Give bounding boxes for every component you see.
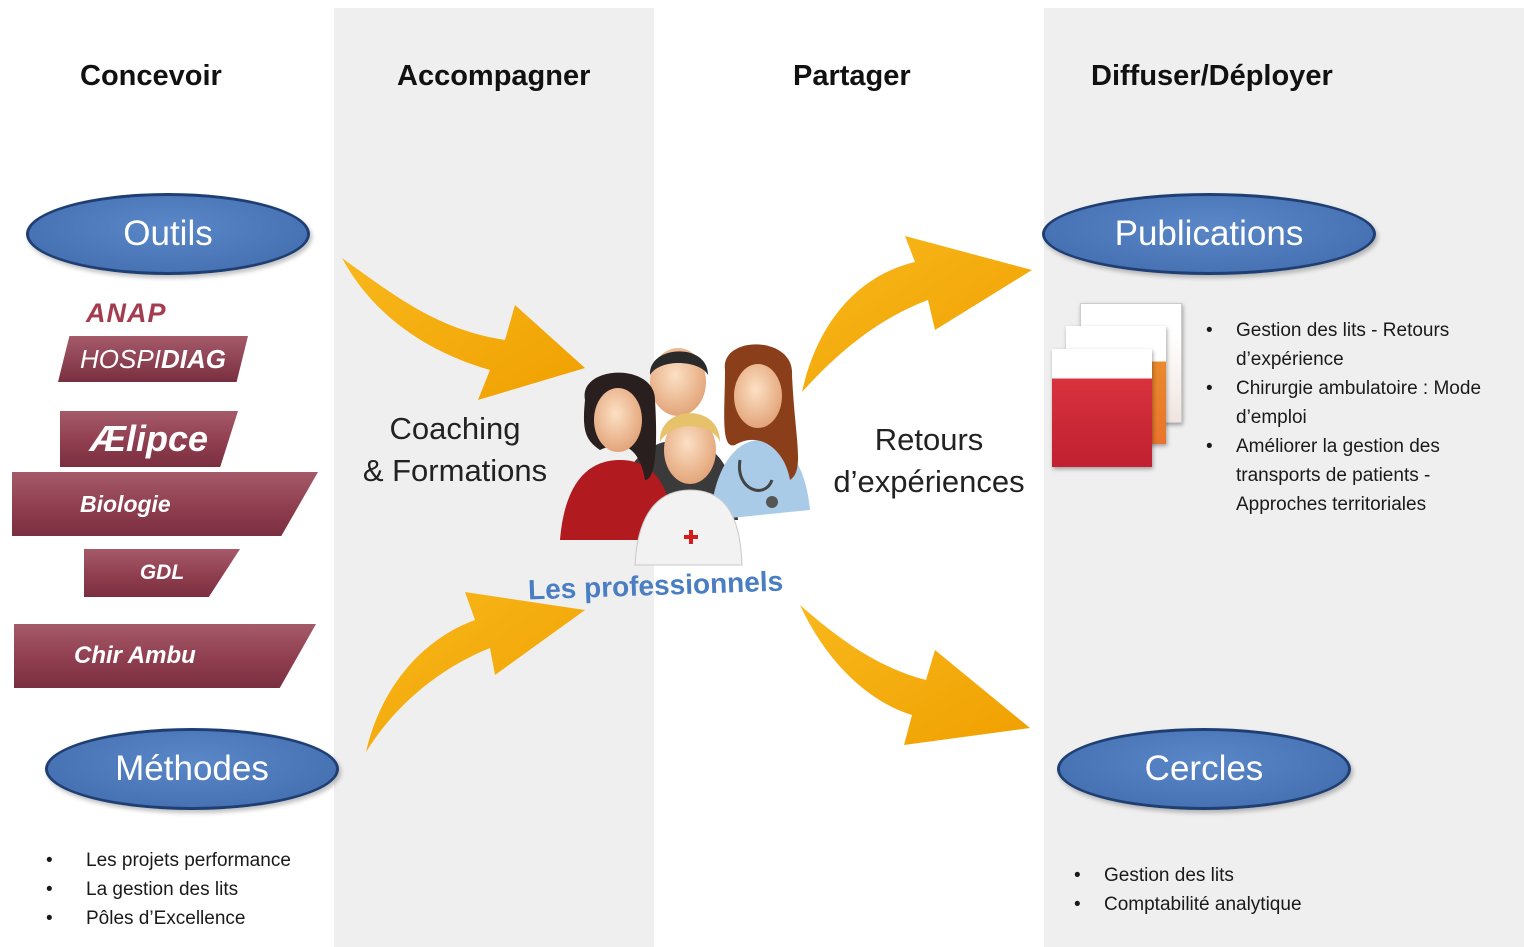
gdl-banner: GDL	[84, 549, 240, 597]
diag-text: DIAG	[160, 343, 226, 374]
outils-oval: Outils	[26, 193, 310, 275]
title-partager: Partager	[793, 60, 911, 92]
anap-logo: ANAP	[86, 298, 167, 328]
methodes-item: Les projets performance	[46, 846, 291, 875]
title-accompagner: Accompagner	[397, 60, 591, 92]
cercles-item: Gestion des lits	[1074, 861, 1302, 890]
coaching-label: Coaching & Formations	[352, 408, 558, 492]
publication-cover	[1052, 349, 1152, 467]
hospi-text: HOSPI	[80, 343, 161, 374]
methodes-oval: Méthodes	[45, 728, 339, 810]
publications-item: Améliorer la gestion des transports de p…	[1206, 432, 1524, 519]
publications-oval: Publications	[1042, 193, 1376, 275]
coaching-line2: & Formations	[362, 453, 548, 488]
professionals-illustration	[560, 344, 810, 566]
arrow-outils-to-pros	[342, 258, 585, 400]
aelipce-banner: Ælipce	[60, 411, 238, 467]
title-diffuser: Diffuser/Déployer	[1091, 60, 1333, 92]
publications-item: Chirurgie ambulatoire : Mode d’emploi	[1206, 374, 1524, 432]
biologie-banner: Biologie	[12, 472, 318, 536]
cercles-oval: Cercles	[1057, 728, 1351, 810]
title-concevoir: Concevoir	[80, 60, 222, 92]
methodes-list: Les projets performance La gestion des l…	[46, 846, 291, 933]
publications-item: Gestion des lits - Retours d’expérience	[1206, 316, 1524, 374]
chir-ambu-banner: Chir Ambu	[14, 624, 316, 688]
retours-line1: Retours	[874, 422, 984, 457]
coaching-line1: Coaching	[389, 411, 521, 446]
methodes-item: Pôles d’Excellence	[46, 904, 291, 933]
arrow-pros-to-cercles	[800, 605, 1030, 745]
arrow-pros-to-publications	[802, 236, 1032, 392]
retours-line2: d’expériences	[833, 464, 1025, 499]
publications-list: Gestion des lits - Retours d’expérience …	[1206, 316, 1524, 519]
person-man-doctor	[634, 413, 743, 566]
retours-label: Retours d’expériences	[826, 419, 1032, 503]
methodes-item: La gestion des lits	[46, 875, 291, 904]
cercles-list: Gestion des lits Comptabilité analytique	[1074, 861, 1302, 919]
person-woman-doctor	[710, 344, 810, 520]
arrow-methodes-to-pros	[366, 592, 585, 752]
cercles-item: Comptabilité analytique	[1074, 890, 1302, 919]
